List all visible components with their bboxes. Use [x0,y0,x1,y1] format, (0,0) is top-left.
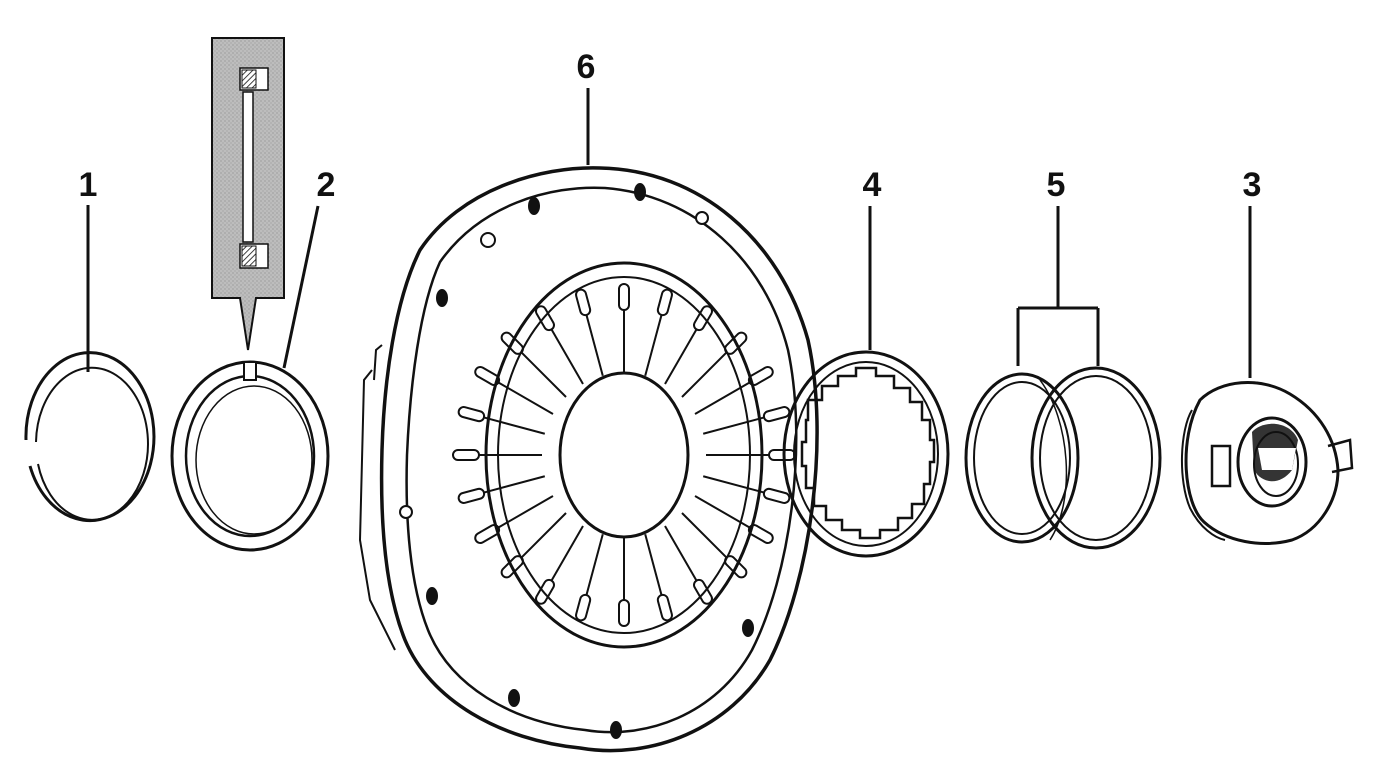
leader-lines [86,88,1252,378]
part-2-seal-ring [170,360,330,552]
callout-1: 1 [78,166,98,204]
callout-5: 5 [1046,166,1066,204]
part-4-toothed-ring [782,350,950,558]
callout-6: 6 [576,48,596,86]
part-5-bushings [964,366,1162,550]
callout-3: 3 [1242,166,1262,204]
part-1-snap-ring [24,351,156,523]
callout-2: 2 [316,166,336,204]
callout-4: 4 [862,166,882,204]
part-6-pressure-plate [358,166,819,753]
section-detail-callout [211,37,285,351]
part-3-release-bearing [1180,381,1354,545]
